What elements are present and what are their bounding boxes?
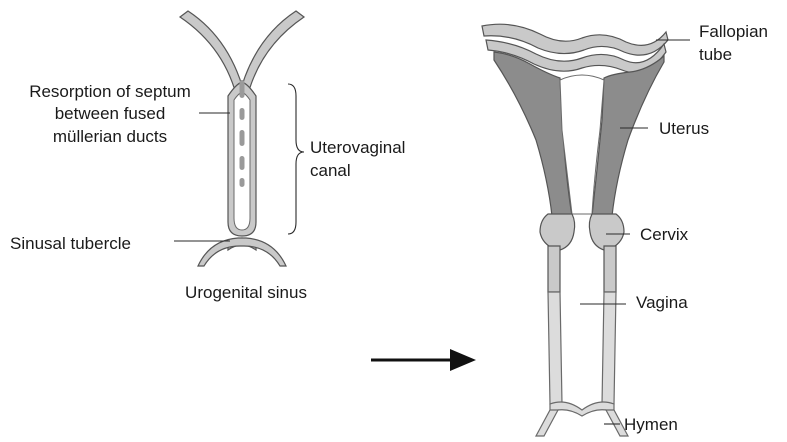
hymen-label: Hymen (624, 415, 678, 434)
septum-label-line1: Resorption of septum (29, 82, 191, 101)
cervix-label: Cervix (640, 225, 689, 244)
uterus-left-wall (494, 52, 572, 216)
septum-label-line2: between fused (55, 104, 166, 123)
urogenital-sinus-label: Urogenital sinus (185, 283, 307, 302)
vagina-upper-left (548, 246, 560, 292)
hymen-shape (550, 402, 614, 416)
septum-label-line3: müllerian ducts (53, 127, 167, 146)
urogenital-sinus-shape (198, 238, 286, 266)
vagina-lower-left (548, 292, 562, 404)
vagina-label: Vagina (636, 293, 688, 312)
cervix-shape (540, 214, 575, 250)
uterus-label: Uterus (659, 119, 709, 138)
uterovaginal-label-line2: canal (310, 161, 351, 180)
fused-mullerian-ducts-figure (180, 11, 304, 266)
vagina-upper-right (604, 246, 616, 292)
vagina-lower-right (602, 292, 616, 404)
cervix-shape-right (589, 214, 624, 250)
uterovaginal-label-line1: Uterovaginal (310, 138, 405, 157)
uterovaginal-brace (288, 84, 304, 234)
development-arrow (371, 349, 476, 371)
fallopian-label-line2: tube (699, 45, 732, 64)
fallopian-label-line1: Fallopian (699, 22, 768, 41)
sinusal-tubercle-label: Sinusal tubercle (10, 234, 131, 253)
introitus-left (536, 410, 558, 436)
